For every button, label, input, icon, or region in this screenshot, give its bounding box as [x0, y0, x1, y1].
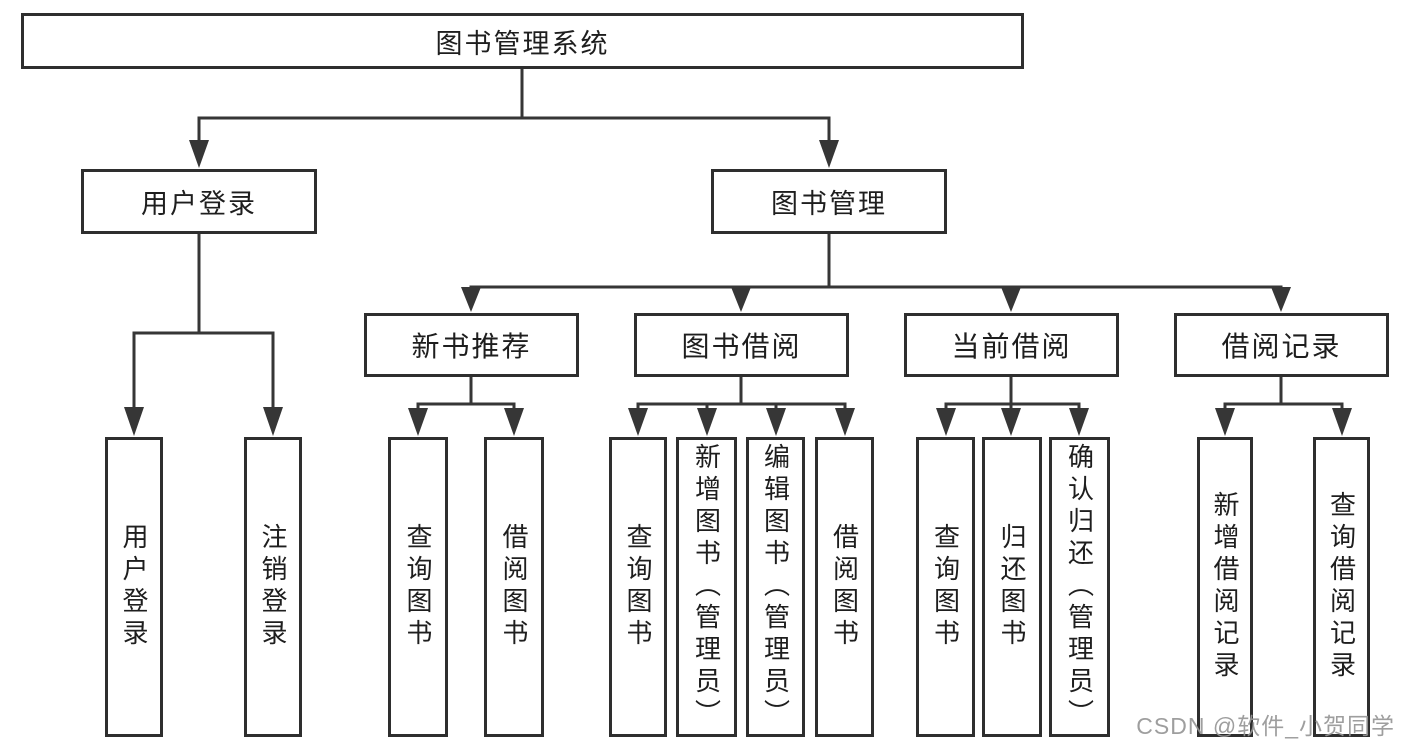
leaf-logout: 注销登录: [244, 437, 302, 737]
node-new-book-recommendation: 新书推荐: [364, 313, 579, 377]
leaf-current-query-books: 查询图书: [916, 437, 975, 737]
leaf-recommend-borrow-books: 借阅图书: [484, 437, 544, 737]
arrowheads: [124, 140, 1352, 436]
leaf-add-borrow-record: 新增借阅记录: [1197, 437, 1253, 737]
node-user-login: 用户登录: [81, 169, 317, 234]
leaf-borrow-query-books: 查询图书: [609, 437, 667, 737]
node-borrowing-records: 借阅记录: [1174, 313, 1389, 377]
node-library-management-system: 图书管理系统: [21, 13, 1024, 69]
leaf-borrow-books: 借阅图书: [815, 437, 874, 737]
leaf-recommend-query-books: 查询图书: [388, 437, 448, 737]
leaf-add-books-admin: 新增图书（管理员）: [676, 437, 737, 737]
leaf-return-books: 归还图书: [982, 437, 1042, 737]
node-book-borrowing: 图书借阅: [634, 313, 849, 377]
node-current-borrowing: 当前借阅: [904, 313, 1119, 377]
leaf-user-login: 用户登录: [105, 437, 163, 737]
node-book-management: 图书管理: [711, 169, 947, 234]
leaf-confirm-return-admin: 确认归还（管理员）: [1049, 437, 1110, 737]
leaf-edit-books-admin: 编辑图书（管理员）: [746, 437, 805, 737]
leaf-query-borrow-record: 查询借阅记录: [1313, 437, 1370, 737]
watermark: CSDN @软件_小贺同学: [1136, 713, 1395, 739]
